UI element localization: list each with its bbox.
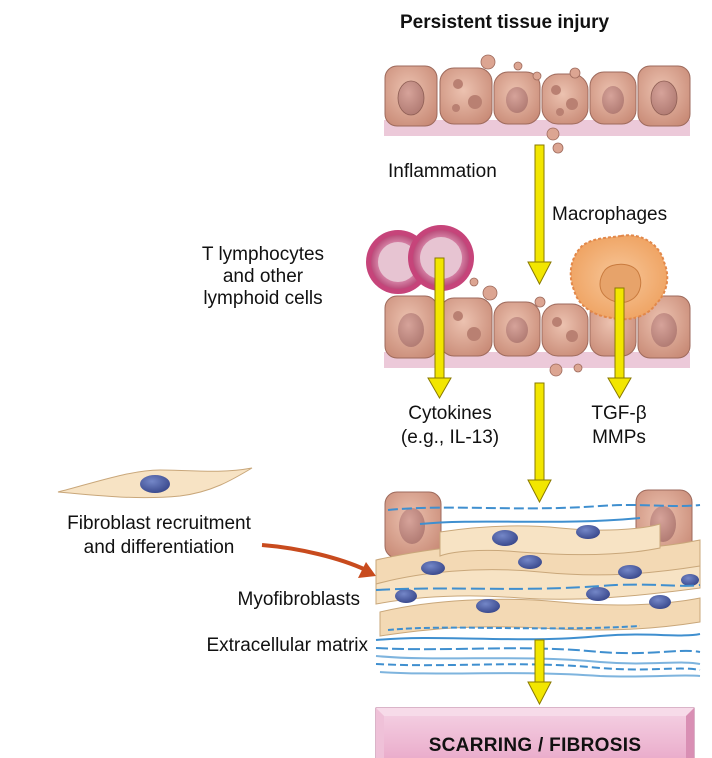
residual-epithelial-cell	[384, 491, 442, 559]
macrophage	[569, 234, 669, 321]
apoptotic-bodies	[480, 54, 581, 154]
damaged-cell	[589, 71, 637, 125]
epithelial-cell	[637, 295, 691, 359]
fibroblast-line-1: Fibroblast recruitment	[67, 513, 251, 534]
tgf-beta-label: TGF-β MMPs	[574, 402, 664, 450]
damaged-cell	[493, 301, 541, 357]
myofibroblast-nuclei	[395, 525, 699, 613]
fibroblast	[57, 467, 253, 499]
t-lymphocytes-line-2: and other	[222, 266, 304, 287]
outcome-label: SCARRING / FIBROSIS	[428, 735, 642, 756]
myofibroblasts-label: Myofibroblasts	[237, 589, 361, 610]
t-lymphocytes-line-1: T lymphocytes	[201, 244, 325, 265]
t-lymphocytes-label: T lymphocytes and other lymphoid cells	[168, 244, 358, 310]
tgf-beta-line-2: MMPs	[592, 427, 646, 448]
cytokines-line-2: (e.g., IL-13)	[400, 427, 500, 448]
inflamed-epithelium	[384, 277, 691, 377]
arrow-to-fibrosis	[527, 382, 552, 504]
apoptotic-cell	[541, 303, 589, 357]
macrophages-label: Macrophages	[552, 204, 668, 225]
damaged-cell	[439, 67, 493, 125]
cytokines-label: Cytokines (e.g., IL-13)	[375, 402, 525, 450]
extracellular-matrix-label: Extracellular matrix	[206, 635, 368, 656]
fibroblast-recruitment-label: Fibroblast recruitment and differentiati…	[34, 512, 284, 560]
arrow-inflammation	[527, 144, 552, 286]
damaged-cell	[493, 71, 541, 125]
diagram-title: Persistent tissue injury	[400, 12, 610, 33]
apoptotic-cell	[541, 73, 589, 125]
cytokines-line-1: Cytokines	[408, 403, 492, 424]
arrow-to-outcome	[527, 639, 552, 706]
outcome-box	[375, 707, 695, 758]
arrow-tgf-beta	[607, 287, 632, 400]
fibrotic-tissue	[375, 489, 701, 678]
arrow-cytokines	[427, 257, 452, 400]
injured-epithelium-top	[384, 54, 691, 154]
t-lymphocytes-line-3: lymphoid cells	[203, 288, 323, 309]
fibroblast-line-2: and differentiation	[83, 537, 235, 558]
damaged-cell	[439, 297, 493, 357]
tgf-beta-line-1: TGF-β	[591, 403, 647, 424]
collagen-fibers	[375, 504, 701, 678]
arrow-recruitment	[261, 543, 376, 578]
inflammation-label: Inflammation	[388, 161, 497, 182]
apoptotic-bodies	[469, 277, 583, 377]
epithelial-cell	[384, 295, 438, 359]
epithelial-cell	[637, 65, 691, 127]
epithelial-cell	[384, 65, 438, 127]
